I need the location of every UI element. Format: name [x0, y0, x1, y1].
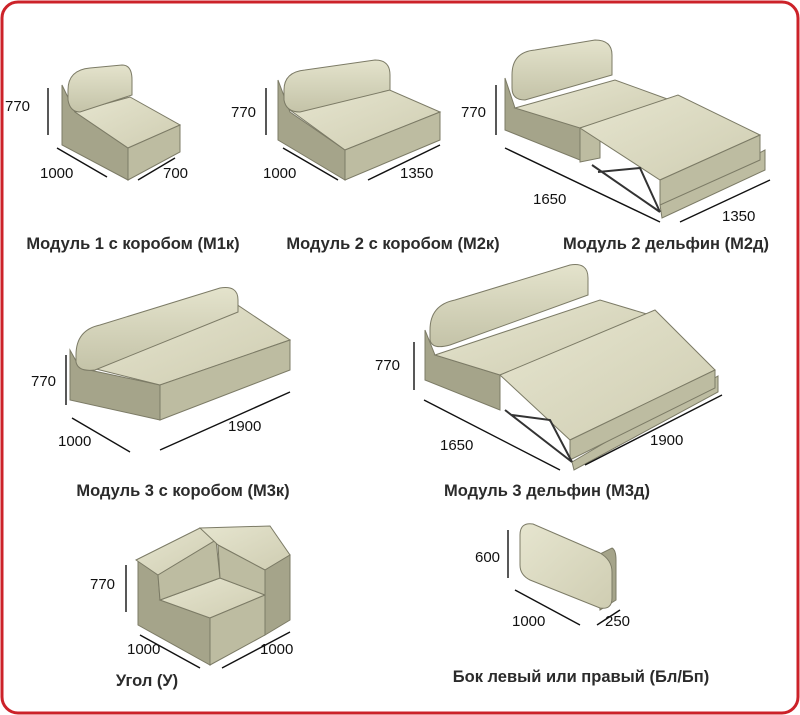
product-m1k: 770 1000 700 Модуль 1 с коробом (М1к)	[5, 64, 240, 253]
sofa-m1k-illustration	[61, 64, 182, 181]
product-m3k: 770 1000 1900 Модуль 3 с коробом (М3к)	[31, 287, 292, 500]
depth-label: 1000	[512, 613, 545, 630]
caption-m3k: Модуль 3 с коробом (М3к)	[76, 482, 289, 500]
height-label: 770	[90, 576, 115, 593]
depth-label: 1000	[40, 165, 73, 182]
height-label: 770	[461, 104, 486, 121]
product-m2d: 770 1650 1350 Модуль 2 дельфин (М2д)	[461, 39, 771, 253]
product-side-panel: 600 1000 250 Бок левый или правый (Бл/Бп…	[453, 523, 709, 686]
height-label: 770	[375, 357, 400, 374]
caption-corner: Угол (У)	[116, 672, 178, 690]
sofa-m2d-illustration	[504, 39, 766, 219]
sofa-m3k-illustration	[69, 287, 292, 421]
depth-label: 1000	[263, 165, 296, 182]
width-label: 1900	[228, 418, 261, 435]
caption-m2d: Модуль 2 дельфин (М2д)	[563, 235, 769, 253]
depth-label: 1650	[533, 191, 566, 208]
height-label: 770	[231, 104, 256, 121]
width-label: 1000	[260, 641, 293, 658]
caption-side-panel: Бок левый или правый (Бл/Бп)	[453, 668, 709, 686]
sofa-m2k-illustration	[277, 59, 442, 181]
width-label: 1900	[650, 432, 683, 449]
sofa-m3d-illustration	[424, 264, 719, 471]
depth-label: 1650	[440, 437, 473, 454]
side-panel-illustration	[519, 523, 617, 611]
product-m2k: 770 1000 1350 Модуль 2 с коробом (М2к)	[231, 59, 500, 253]
width-label: 700	[163, 165, 188, 182]
height-label: 770	[31, 373, 56, 390]
corner-illustration	[135, 525, 291, 666]
height-label: 600	[475, 549, 500, 566]
height-label: 770	[5, 98, 30, 115]
width-label: 1350	[400, 165, 433, 182]
depth-label: 1000	[58, 433, 91, 450]
depth-label: 1000	[127, 641, 160, 658]
product-m3d: 770 1650 1900 Модуль 3 дельфин (М3д)	[375, 264, 723, 500]
product-corner: 770 1000 1000 Угол (У)	[90, 525, 293, 690]
width-label: 1350	[722, 208, 755, 225]
caption-m2k: Модуль 2 с коробом (М2к)	[286, 235, 499, 253]
caption-m1k: Модуль 1 с коробом (М1к)	[26, 235, 239, 253]
width-label: 250	[605, 613, 630, 630]
caption-m3d: Модуль 3 дельфин (М3д)	[444, 482, 650, 500]
